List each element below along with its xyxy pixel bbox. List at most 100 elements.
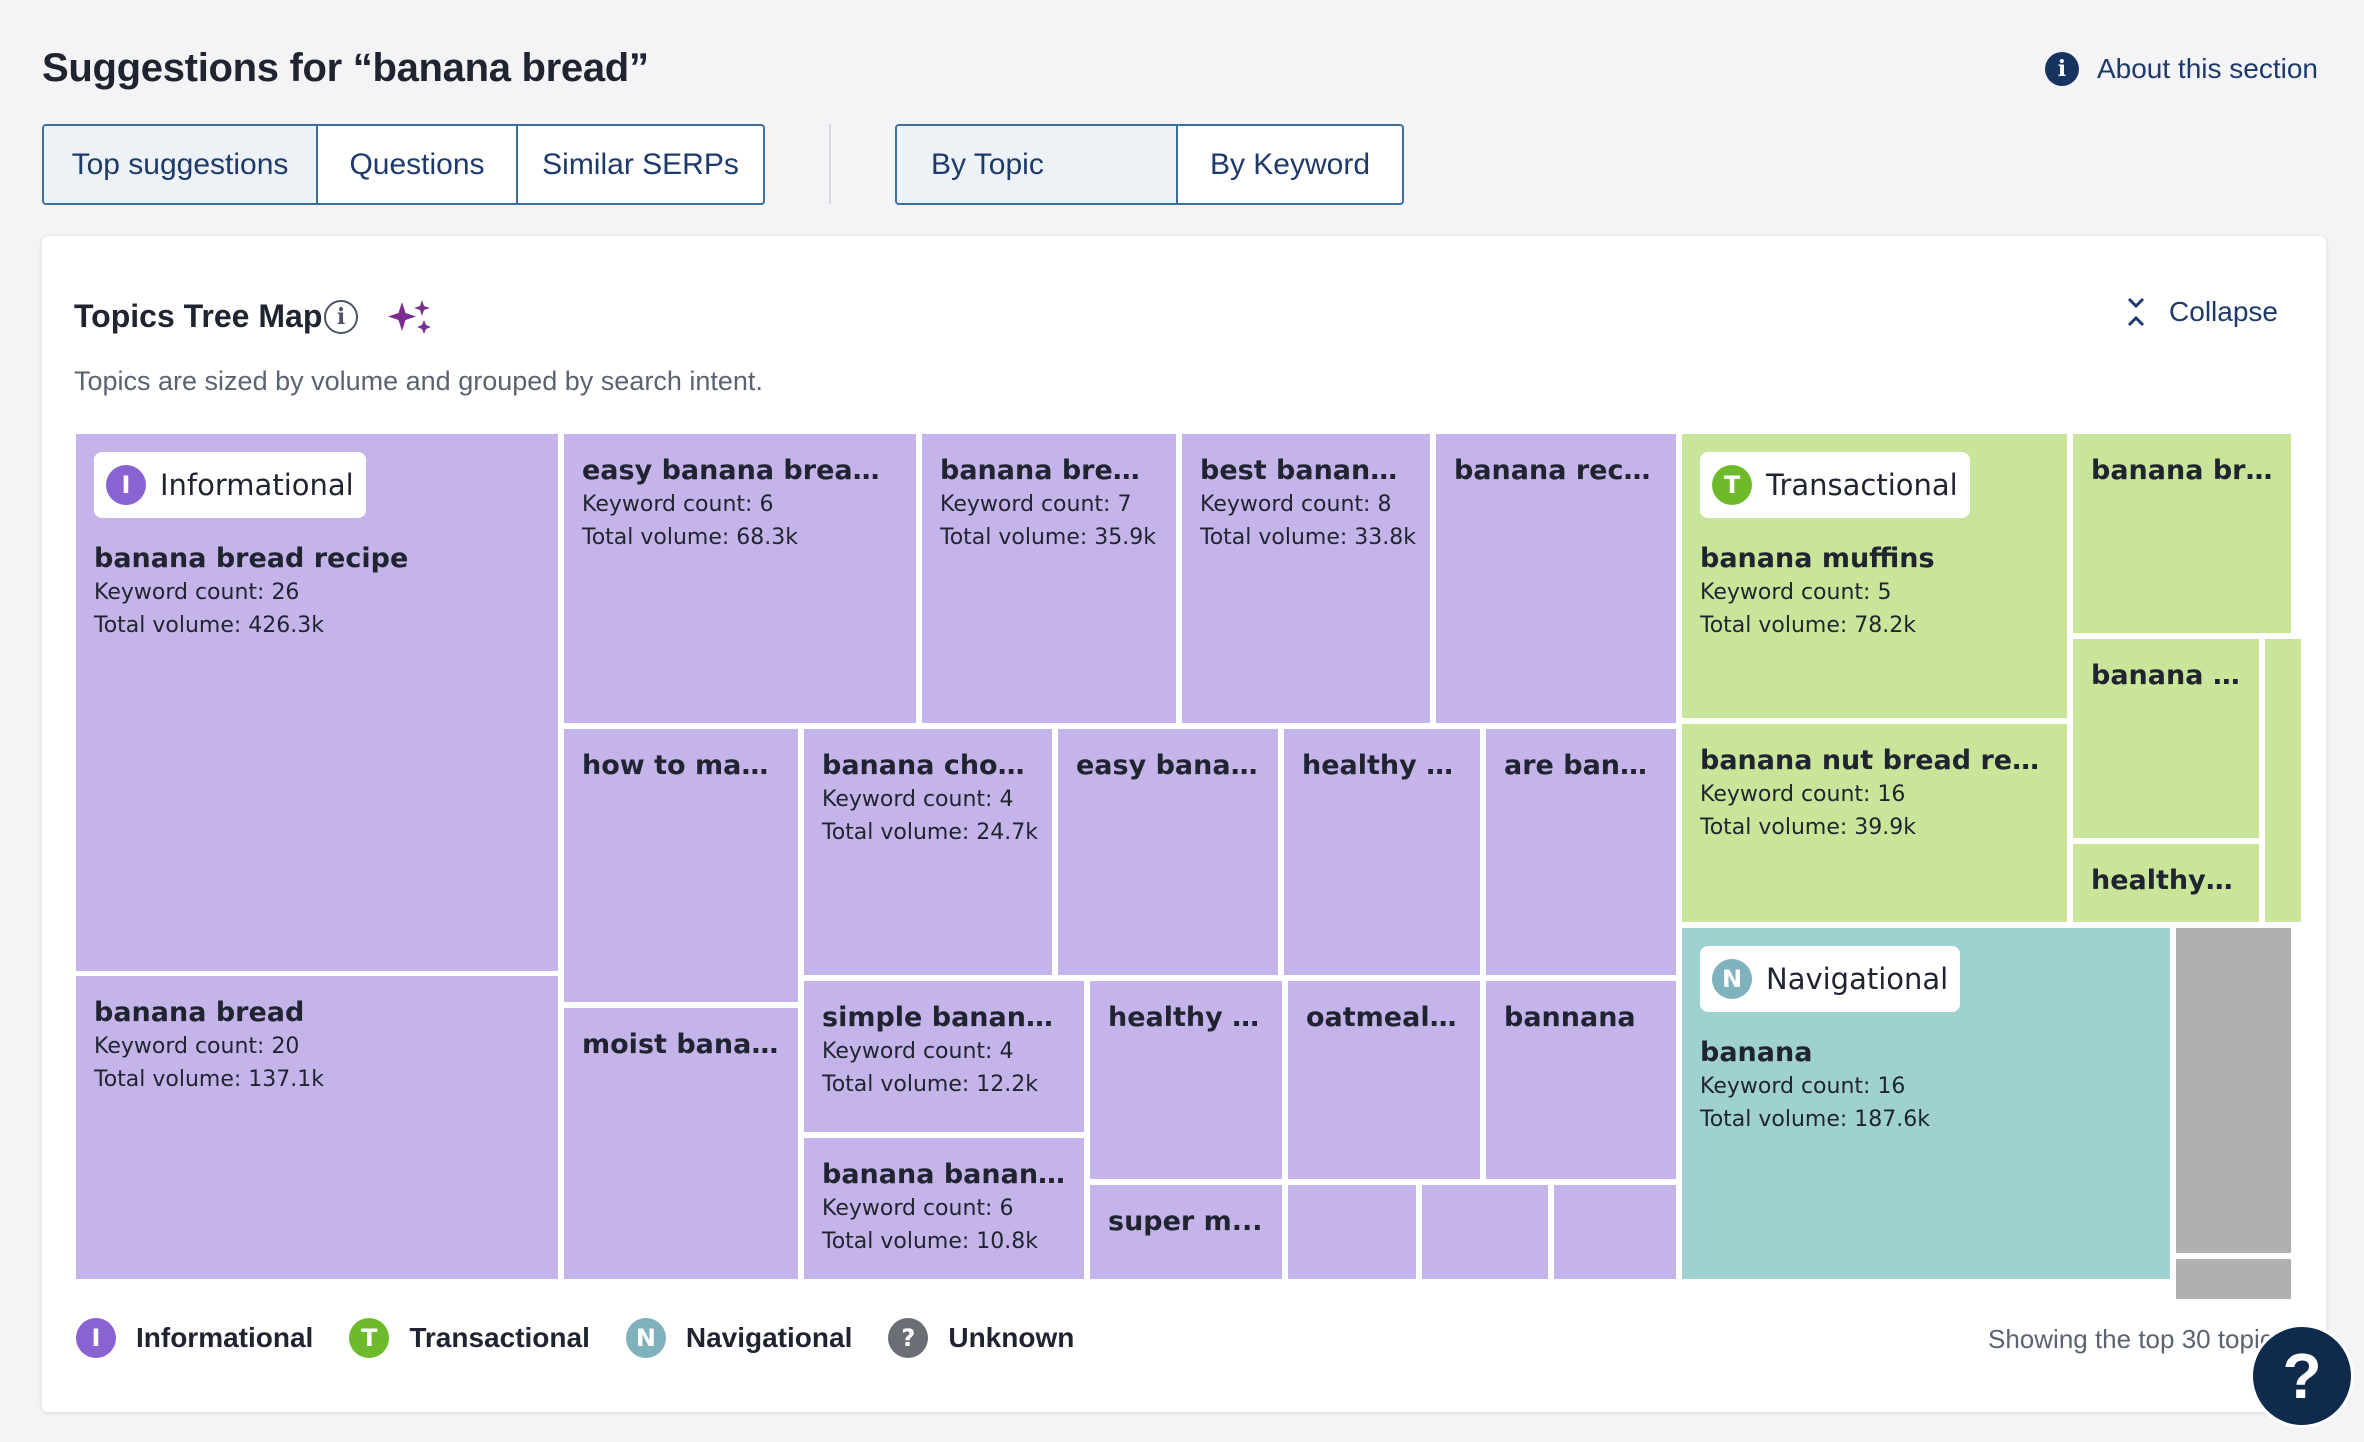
help-button[interactable]: ? (2250, 1324, 2354, 1428)
topic-name: how to mak... (582, 750, 780, 781)
total-volume: Total volume: 187.6k (1700, 1107, 1931, 1132)
total-volume: Total volume: 24.7k (822, 820, 1039, 845)
treemap-tile[interactable] (1288, 1185, 1416, 1279)
total-volume: Total volume: 78.2k (1700, 613, 1917, 638)
treemap-tile[interactable] (1554, 1185, 1676, 1279)
total-volume: Total volume: 68.3k (582, 525, 799, 550)
keyword-count: Keyword count: 5 (1700, 580, 1892, 605)
topic-name: easy banana bread re... (582, 455, 898, 486)
legend-item-transactional[interactable]: T Transactional (349, 1318, 590, 1358)
legend-label: Transactional (409, 1322, 590, 1353)
legend-item-navigational[interactable]: N Navigational (625, 1318, 853, 1358)
total-volume: Total volume: 10.8k (822, 1229, 1039, 1254)
card-title: Topics Tree Map (74, 298, 323, 334)
topic-name: healthy b... (1108, 1002, 1264, 1033)
treemap-tile[interactable]: super m... (1090, 1185, 1282, 1279)
intent-label: Transactional (1766, 468, 1958, 502)
treemap-tile[interactable]: simple banana ... Keyword count: 4 Total… (804, 981, 1084, 1132)
tab-similar-serps[interactable]: Similar SERPs (542, 147, 739, 181)
navigational-icon: N (625, 1318, 666, 1358)
toggle-by-topic[interactable]: By Topic (897, 126, 1178, 203)
collapse-label: Collapse (2169, 296, 2278, 327)
tab-questions[interactable]: Questions (318, 126, 518, 203)
topic-name: banana banana ... (822, 1159, 1066, 1190)
collapse-button[interactable]: Collapse (2125, 296, 2278, 328)
legend-label: Navigational (685, 1322, 853, 1353)
treemap-tile[interactable] (2176, 928, 2291, 1253)
treemap-tile[interactable]: T Transactional banana muffins Keyword c… (1682, 434, 2067, 718)
treemap-tile[interactable]: N Navigational banana Keyword count: 16 … (1682, 928, 2170, 1279)
topic-name: banana muffins (1700, 543, 1935, 574)
treemap-tile[interactable] (1422, 1185, 1548, 1279)
treemap-tile[interactable]: easy banan... (1058, 729, 1278, 975)
treemap-tile[interactable]: how to mak... (564, 729, 798, 1002)
toggle-by-keyword[interactable]: By Keyword (1209, 147, 1371, 181)
showing-count-text: Showing the top 30 topics (1988, 1324, 2286, 1354)
keyword-count: Keyword count: 20 (94, 1034, 300, 1059)
topic-name: are bana... (1504, 750, 1658, 781)
topic-name: bannana (1504, 1002, 1636, 1033)
treemap-tile[interactable]: banana bread Keyword count: 20 Total vol… (76, 976, 558, 1279)
topic-name: banana choco... (822, 750, 1034, 781)
treemap-tile[interactable]: banana ... (2073, 639, 2259, 838)
info-icon[interactable]: i (324, 300, 358, 334)
topic-name: best banana ... (1200, 455, 1412, 486)
total-volume: Total volume: 39.9k (1700, 815, 1917, 840)
topic-name: super m... (1108, 1206, 1263, 1237)
total-volume: Total volume: 426.3k (94, 613, 325, 638)
informational-icon: I (76, 1318, 116, 1358)
intent-badge-informational: I Informational (94, 452, 366, 518)
keyword-count: Keyword count: 4 (822, 787, 1014, 812)
keyword-count: Keyword count: 6 (582, 492, 774, 517)
topic-name: healthy b... (1302, 750, 1462, 781)
topic-name: banana bread recipe (94, 543, 409, 574)
treemap-tile[interactable]: healthy b... (1284, 729, 1480, 975)
treemap-tile[interactable] (2176, 1259, 2291, 1299)
unknown-icon: ? (888, 1318, 929, 1358)
tab-top-suggestions[interactable]: Top suggestions (44, 126, 318, 203)
transactional-icon: T (1712, 465, 1752, 505)
keyword-count: Keyword count: 26 (94, 580, 300, 605)
keyword-count: Keyword count: 16 (1700, 782, 1906, 807)
transactional-icon: T (349, 1318, 390, 1358)
treemap-tile[interactable]: banana banana ... Keyword count: 6 Total… (804, 1138, 1084, 1279)
about-section-label: About this section (2096, 53, 2318, 84)
topic-name: healthy ... (2091, 865, 2241, 896)
treemap-tile[interactable]: best banana ... Keyword count: 8 Total v… (1182, 434, 1430, 723)
topic-name: banana (1700, 1037, 1813, 1068)
treemap-tile[interactable]: I Informational banana bread recipe Keyw… (76, 434, 558, 971)
treemap-tile[interactable]: banana recip... (1436, 434, 1676, 723)
treemap-tile[interactable]: bannana (1486, 981, 1676, 1179)
treemap-tile[interactable]: banana bread... Keyword count: 7 Total v… (922, 434, 1176, 723)
treemap-tile[interactable]: oatmeal ... (1288, 981, 1480, 1179)
treemap-tile[interactable]: banana nut bread recipe Keyword count: 1… (1682, 724, 2067, 922)
treemap-tile[interactable]: are bana... (1486, 729, 1676, 975)
topic-name: easy banan... (1076, 750, 1260, 781)
informational-icon: I (106, 465, 146, 505)
page-title: Suggestions for “banana bread” (42, 46, 649, 90)
topic-name: oatmeal ... (1306, 1002, 1462, 1033)
treemap-tile[interactable]: banana choco... Keyword count: 4 Total v… (804, 729, 1052, 975)
topic-name: banana nut bread recipe (1700, 745, 2049, 776)
treemap-tile[interactable]: moist banan... (564, 1008, 798, 1279)
intent-badge-navigational: N Navigational (1700, 946, 1961, 1012)
treemap-tile[interactable]: banana bre... (2073, 434, 2291, 633)
treemap-tile[interactable] (2265, 639, 2301, 922)
card-subtitle: Topics are sized by volume and grouped b… (74, 366, 763, 396)
suggestion-tabs: Top suggestions Questions Similar SERPs (42, 124, 765, 205)
divider (829, 124, 831, 204)
legend-label: Informational (136, 1322, 314, 1353)
treemap-tile[interactable]: easy banana bread re... Keyword count: 6… (564, 434, 916, 723)
about-section-link[interactable]: i About this section (2044, 52, 2318, 86)
info-icon: i (2044, 52, 2079, 86)
topic-name: banana recip... (1454, 455, 1658, 486)
keyword-count: Keyword count: 4 (822, 1039, 1014, 1064)
treemap-tile[interactable]: healthy ... (2073, 844, 2259, 922)
legend-item-unknown[interactable]: ? Unknown (888, 1318, 1074, 1358)
topic-name: banana bre... (2091, 455, 2273, 486)
navigational-icon: N (1712, 959, 1752, 999)
legend-item-informational[interactable]: I Informational (76, 1318, 313, 1358)
treemap-tile[interactable]: healthy b... (1090, 981, 1282, 1179)
intent-label: Navigational (1766, 962, 1949, 996)
intent-badge-transactional: T Transactional (1700, 452, 1970, 518)
